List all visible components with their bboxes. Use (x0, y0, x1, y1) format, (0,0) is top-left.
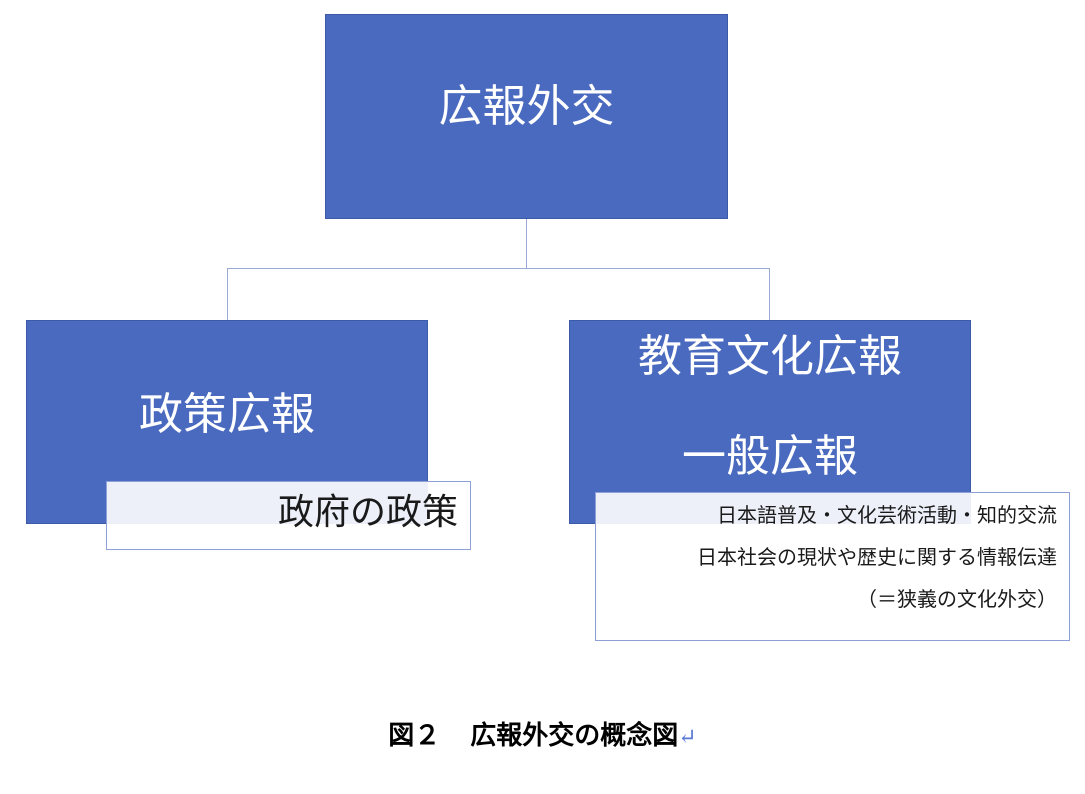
culture-pr-detail-2: 日本社会の現状や歴史に関する情報伝達 (697, 545, 1057, 569)
figure-caption: 図２ 広報外交の概念図↵ (0, 715, 1085, 752)
policy-pr-label: 政策広報 (139, 389, 315, 440)
root-node: 広報外交 (325, 14, 728, 219)
connector-horizontal (227, 268, 770, 269)
policy-pr-detail: 政府の政策 (277, 492, 458, 533)
figure-number: 図２ (388, 721, 441, 751)
connector-root-down (526, 219, 527, 269)
root-node-label: 広報外交 (438, 80, 615, 132)
connector-right-down (769, 268, 770, 320)
paragraph-return-icon: ↵ (678, 725, 697, 750)
policy-pr-detail-box: 政府の政策 (106, 481, 471, 550)
connector-left-down (227, 268, 228, 320)
culture-pr-label-line1: 教育文化広報 (638, 331, 902, 382)
culture-pr-label-line2: 一般広報 (682, 431, 858, 482)
culture-pr-detail-box: 日本語普及・文化芸術活動・知的交流 日本社会の現状や歴史に関する情報伝達 （＝狭… (595, 492, 1070, 641)
figure-title: 広報外交の概念図 (470, 721, 679, 751)
culture-pr-detail-1: 日本語普及・文化芸術活動・知的交流 (717, 503, 1057, 527)
culture-pr-detail-3: （＝狭義の文化外交） (857, 587, 1057, 611)
